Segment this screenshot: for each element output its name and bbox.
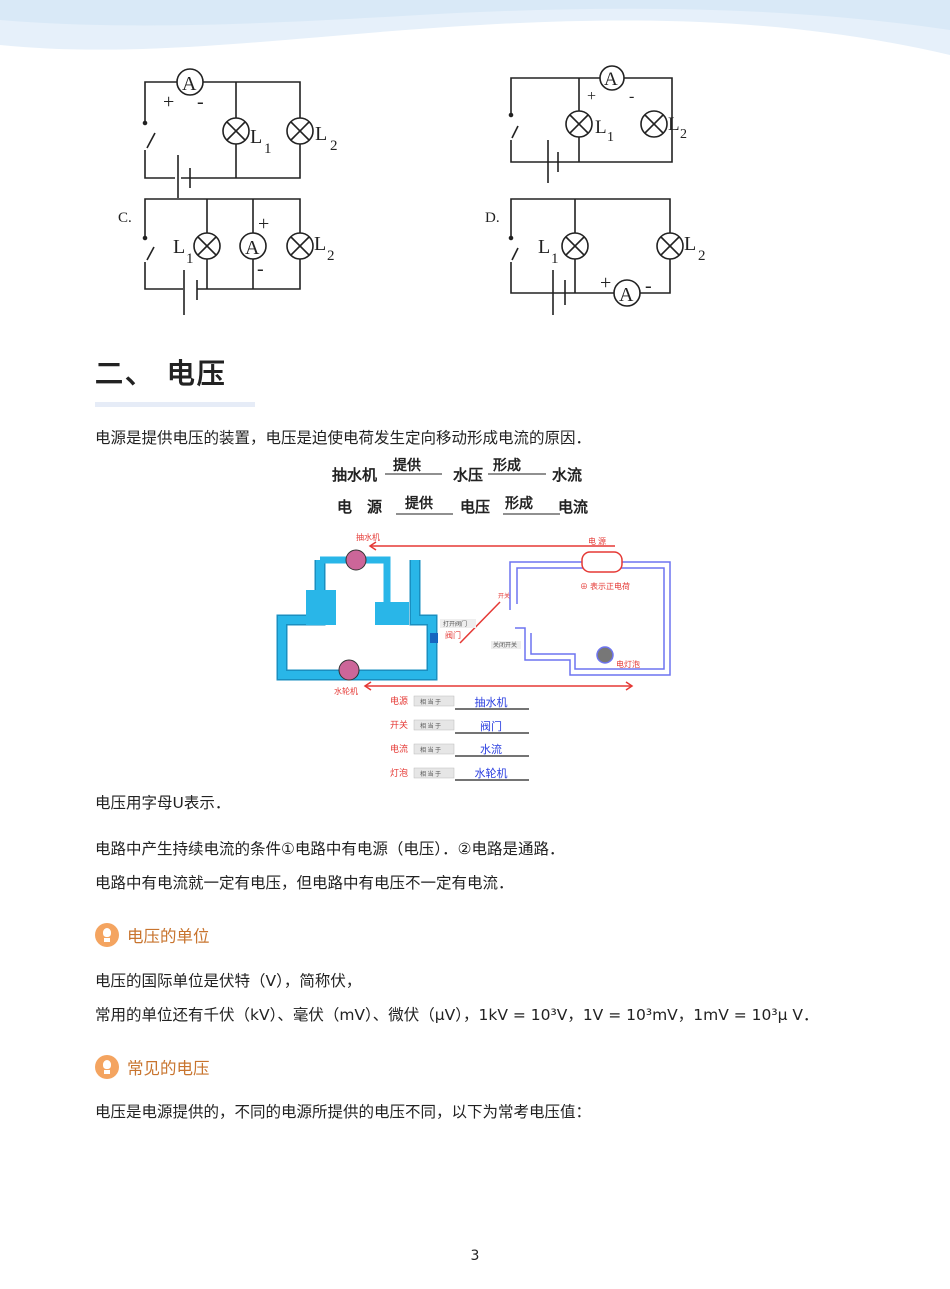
analogy-verb: 提供 <box>405 495 433 512</box>
analogy-term: 电 源 <box>337 498 382 516</box>
mapping-right: 水轮机 <box>475 766 508 780</box>
water-circuit <box>276 549 438 681</box>
analogy-term: 抽水机 <box>332 466 377 484</box>
mapping-mid: 相 当 于 <box>420 770 441 778</box>
mapping-left: 开关 <box>390 719 408 730</box>
open-valve-button: 打开阀门 <box>443 620 467 628</box>
symbol-text: 电压用字母U表示． <box>95 794 231 812</box>
lamp-label: L <box>684 233 696 255</box>
mapping-mid: 相 当 于 <box>420 746 441 754</box>
common-line-1: 电压是电源提供的，不同的电源所提供的电压不同，以下为常考电压值： <box>95 1103 592 1121</box>
section-heading: 二、 电压 <box>95 357 227 390</box>
circuit-c <box>142 198 314 315</box>
close-switch-button: 关闭开关 <box>493 641 517 649</box>
header-wave-decoration <box>0 0 950 55</box>
lamp-label: L <box>173 236 185 258</box>
lamp-sub: 2 <box>327 248 335 264</box>
heading-underline <box>95 402 255 407</box>
analogy-mapping-table: 电源 开关 电流 灯泡 相 当 于 相 当 于 相 当 于 相 当 于 抽水机 … <box>390 695 529 781</box>
unit-line-2: 常用的单位还有千伏（kV）、毫伏（mV）、微伏（μV），1kV = 10³V，1… <box>95 1006 819 1024</box>
lamp-sub: 1 <box>551 251 559 267</box>
mapping-mid: 相 当 于 <box>420 722 441 730</box>
circuit-diagrams: A + - L 1 L 2 C. L 1 A + - L 2 <box>118 65 706 315</box>
minus-label: - <box>645 275 652 297</box>
circuit-top-right <box>508 65 673 183</box>
lightbulb-icon <box>95 1055 119 1079</box>
lamp-label: L <box>250 126 262 148</box>
plus-label: + <box>600 272 611 294</box>
ammeter-label: A <box>245 237 260 259</box>
plus-label: + <box>163 91 174 113</box>
unit-line-1: 电压的国际单位是伏特（V），简称伏， <box>95 972 362 990</box>
lamp-sub: 2 <box>330 138 338 154</box>
subheading-label: 电压的单位 <box>127 927 210 946</box>
subheading-common: 常见的电压 <box>95 1055 210 1079</box>
minus-label: - <box>257 258 264 280</box>
analogy-term: 电流 <box>558 498 588 516</box>
mapping-right: 抽水机 <box>475 695 508 709</box>
ammeter-label: A <box>619 284 634 306</box>
mapping-right: 阀门 <box>480 719 502 733</box>
option-d-label: D. <box>485 210 500 226</box>
analogy-verb: 形成 <box>505 495 533 512</box>
valve-label: 阀门 <box>445 630 461 640</box>
circuit-top-left <box>142 68 314 198</box>
analogy-verb: 提供 <box>393 457 421 474</box>
lamp-sub: 1 <box>264 141 272 157</box>
lamp-label: L <box>538 236 550 258</box>
source-label: 电 源 <box>588 536 606 546</box>
lamp-sub: 1 <box>607 130 614 145</box>
lamp-label: L <box>595 117 607 138</box>
ammeter-label: A <box>182 73 197 95</box>
lamp-label: L <box>315 123 327 145</box>
option-c-label: C. <box>118 210 132 226</box>
positive-charge-label: ⊕ 表示正电荷 <box>580 581 630 591</box>
switch-label: 开关 <box>498 592 510 600</box>
analogy-term: 电压 <box>460 498 490 516</box>
mapping-mid: 相 当 于 <box>420 698 441 706</box>
lightbulb-icon <box>95 923 119 947</box>
subheading-unit: 电压的单位 <box>95 923 210 947</box>
lamp-sub: 1 <box>186 251 194 267</box>
circuit-d <box>508 198 684 315</box>
minus-label: - <box>197 91 204 113</box>
subheading-label: 常见的电压 <box>127 1059 210 1078</box>
electric-circuit <box>509 551 671 676</box>
lamp-sub: 2 <box>680 127 687 142</box>
condition-text: 电路中产生持续电流的条件①电路中有电源（电压）．②电路是通路． <box>95 840 565 858</box>
mapping-left: 灯泡 <box>390 767 408 778</box>
mapping-left: 电源 <box>390 695 408 706</box>
lamp-label: L <box>314 233 326 255</box>
intro-text: 电源是提供电压的装置，电压是迫使电荷发生定向移动形成电流的原因． <box>95 429 592 447</box>
mapping-left: 电流 <box>390 743 408 754</box>
pump-label: 抽水机 <box>356 532 380 542</box>
analogy-term: 水压 <box>453 466 483 484</box>
lamp-label: L <box>668 114 680 135</box>
page-number: 3 <box>470 1248 480 1264</box>
analogy-verb: 形成 <box>493 457 521 474</box>
analogy-term: 水流 <box>552 466 582 484</box>
mapping-right: 水流 <box>480 742 502 756</box>
water-electric-analogy-diagram: 抽水机 提供 水压 形成 水流 电 源 提供 电压 形成 电流 <box>276 457 671 781</box>
ammeter-label: A <box>604 69 618 90</box>
plus-label: + <box>587 88 596 105</box>
relation-text: 电路中有电流就一定有电压，但电路中有电压不一定有电流． <box>95 874 514 892</box>
turbine-label: 水轮机 <box>334 686 358 696</box>
plus-label: + <box>258 213 269 235</box>
minus-label: - <box>629 88 634 105</box>
lamp-label: 电灯泡 <box>616 659 640 669</box>
lamp-sub: 2 <box>698 248 706 264</box>
